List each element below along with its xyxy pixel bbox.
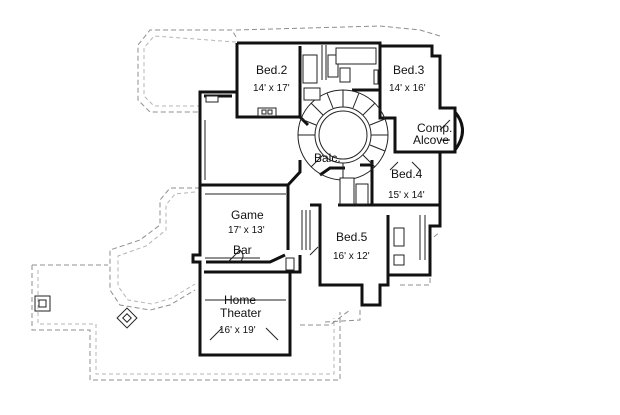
room-balcony: Balc.: [314, 151, 341, 165]
room-dims: 14' x 17': [253, 83, 290, 94]
room-name-line2: Theater: [220, 306, 261, 320]
room-dims: 17' x 13': [228, 225, 265, 236]
room-name: Balc.: [314, 151, 341, 165]
room-game: Game 17' x 13': [228, 208, 265, 236]
bay-window: [453, 111, 464, 151]
room-dims: 14' x 16': [389, 83, 426, 94]
room-name: Bed.5: [336, 230, 368, 244]
pillar-diamond: [116, 307, 138, 329]
plan-details: [204, 45, 451, 301]
room-comp-alcove: Comp. Alcove: [413, 121, 452, 147]
bath-fixtures: [205, 47, 405, 271]
room-name: Bed.4: [391, 167, 423, 181]
room-name: Bed.3: [393, 63, 425, 77]
room-name-line2: Alcove: [413, 133, 449, 147]
room-bed-5: Bed.5 16' x 12': [333, 230, 370, 262]
room-name: Bed.2: [256, 63, 288, 77]
room-name: Game: [231, 208, 264, 222]
door-swings: [209, 161, 421, 341]
spiral-staircase: [297, 89, 389, 181]
room-name: Bar: [233, 243, 252, 257]
room-bed-2: Bed.2 14' x 17': [253, 63, 290, 94]
room-bar: Bar: [233, 243, 252, 257]
room-bed-3: Bed.3 14' x 16': [389, 63, 426, 94]
room-name: Comp.: [417, 121, 452, 135]
room-dims: 15' x 14': [388, 190, 425, 201]
room-dims: 16' x 19': [219, 325, 256, 336]
room-name: Home: [224, 293, 256, 307]
room-bed-4: Bed.4 15' x 14': [388, 167, 425, 201]
room-dims: 16' x 12': [333, 251, 370, 262]
roof-outline-dashed: [31, 25, 441, 381]
room-home-theater: Home Theater 16' x 19': [219, 293, 261, 336]
pillar-left: [34, 295, 51, 312]
